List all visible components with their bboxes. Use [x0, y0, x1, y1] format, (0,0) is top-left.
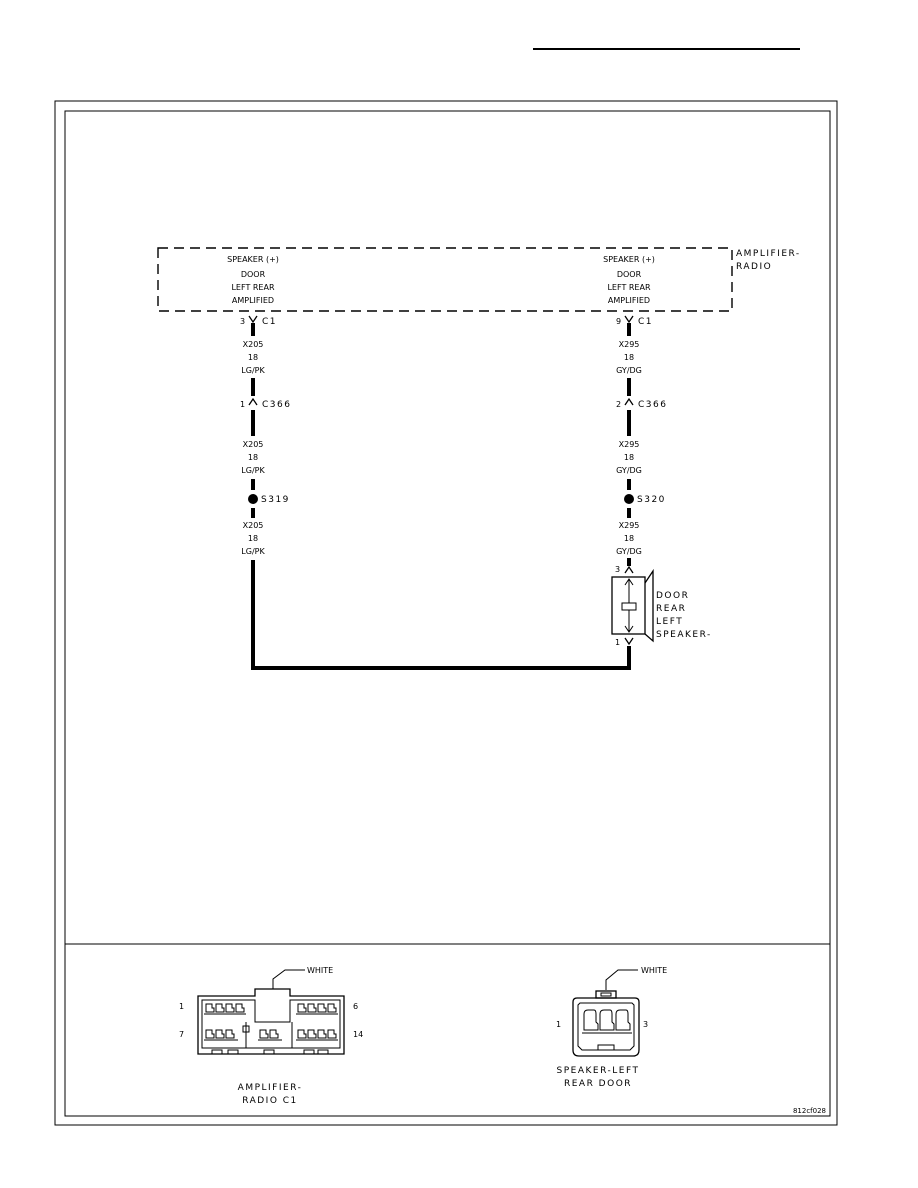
right-module-pin-symbol: [624, 315, 634, 324]
inner-frame: [64, 110, 831, 1117]
spk-housing-inner: [577, 1002, 635, 1051]
spk-pin-right: 3: [643, 1020, 648, 1029]
right-circuit: 9 C1 X295 18 GY/DG 2 C366 X295 18 GY/DG …: [616, 315, 667, 566]
left-c366-name: C366: [262, 400, 291, 410]
module-right-pin-label: SPEAKER (+) DOOR LEFT REAR AMPLIFIED: [603, 255, 655, 305]
amp-caption-line1: AMPLIFIER-: [238, 1083, 303, 1093]
right-module-connector: C1: [638, 317, 653, 327]
left-module-pin-number: 3: [240, 317, 245, 326]
right-pin-location-3: AMPLIFIED: [608, 296, 650, 305]
spk-latch-inner: [600, 992, 612, 997]
right-pin-location-2: LEFT REAR: [607, 283, 650, 292]
amp-cavities-bottom-left: [204, 1029, 238, 1041]
amp-cavities-bottom-middle: [258, 1029, 282, 1041]
speaker-bottom-pin: 1: [615, 638, 620, 647]
left-pin-location-2: LEFT REAR: [231, 283, 274, 292]
speaker-return-wire: [251, 560, 631, 670]
speaker-bottom-pin-symbol: [624, 637, 634, 646]
speaker-name-line2: REAR: [656, 604, 686, 614]
left-module-connector: C1: [262, 317, 277, 327]
left-seg2-color: LG/PK: [241, 466, 265, 475]
spk-latch: [595, 990, 617, 999]
module-name-line1: AMPLIFIER-: [736, 249, 801, 259]
amp-cavities-bottom-right: [296, 1029, 338, 1041]
door-rear-left-speaker: 3 1 DOOR REAR LEFT SPEAKER-: [611, 565, 712, 647]
left-seg2-circuit: X205: [243, 440, 264, 449]
spk-caption-line1: SPEAKER-LEFT: [557, 1066, 640, 1076]
spk-pin-left: 1: [556, 1020, 561, 1029]
speaker-name-line3: LEFT: [656, 617, 683, 627]
right-seg2-gauge: 18: [624, 453, 634, 462]
right-seg2-circuit: X295: [619, 440, 640, 449]
right-seg2-color: GY/DG: [616, 466, 642, 475]
amp-pin-top-left: 1: [179, 1002, 184, 1011]
amp-latch-mark: [242, 1025, 250, 1033]
spk-cavities: [582, 1009, 632, 1050]
amp-pin-top-right: 6: [353, 1002, 358, 1011]
module-left-pin-label: SPEAKER (+) DOOR LEFT REAR AMPLIFIED: [227, 255, 279, 305]
outer-frame: [54, 100, 838, 1126]
left-circuit: 3 C1 X205 18 LG/PK 1 C366 X205 18 LG/PK …: [240, 315, 291, 556]
right-module-pin-number: 9: [616, 317, 621, 326]
left-splice-name: S319: [261, 495, 290, 505]
speaker-arrow-up: [624, 578, 634, 586]
spk-housing: [572, 997, 640, 1057]
speaker-top-pin-symbol: [624, 565, 634, 574]
right-seg1-circuit: X295: [619, 340, 640, 349]
amp-cavities-top-left: [204, 1003, 246, 1015]
speaker-arrow-down: [624, 625, 634, 633]
amplifier-radio-c1-view: WHITE: [179, 966, 363, 1106]
speaker-body: [611, 576, 646, 635]
right-pin-function: SPEAKER (+): [603, 255, 655, 264]
amplifier-radio-module: AMPLIFIER- RADIO SPEAKER (+) DOOR LEFT R…: [157, 247, 801, 312]
right-seg3-gauge: 18: [624, 534, 634, 543]
right-seg1-gauge: 18: [624, 353, 634, 362]
amp-bottom-tabs: [211, 1049, 329, 1055]
amp-housing-inner: [201, 999, 341, 1049]
module-name-line2: RADIO: [736, 262, 772, 272]
left-module-pin-symbol: [248, 315, 258, 324]
spk-color-leader: [605, 969, 638, 990]
left-seg2-gauge: 18: [248, 453, 258, 462]
speaker-cone: [644, 568, 654, 643]
right-c366-pin: 2: [616, 400, 621, 409]
left-c366-pin: 1: [240, 400, 245, 409]
amp-cavities-top-right: [296, 1003, 338, 1015]
left-seg3-color: LG/PK: [241, 547, 265, 556]
speaker-name-line1: DOOR: [656, 591, 689, 601]
right-c366-name: C366: [638, 400, 667, 410]
left-pin-location-3: AMPLIFIED: [232, 296, 274, 305]
amp-housing: [197, 988, 345, 1055]
speaker-name-line4: SPEAKER-: [656, 630, 712, 640]
right-pin-location-1: DOOR: [617, 270, 642, 279]
right-seg3-circuit: X295: [619, 521, 640, 530]
left-pin-location-1: DOOR: [241, 270, 266, 279]
amp-pin-bottom-left: 7: [179, 1030, 184, 1039]
speaker-coil: [621, 602, 637, 611]
left-seg1-gauge: 18: [248, 353, 258, 362]
amp-color-leader: [272, 969, 305, 989]
left-seg3-circuit: X205: [243, 521, 264, 530]
right-splice-dot: [624, 494, 634, 504]
right-c366-symbol: [624, 397, 634, 406]
left-splice-dot: [248, 494, 258, 504]
speaker-top-pin: 3: [615, 565, 620, 574]
figure-id: 812cf028: [793, 1107, 826, 1115]
amp-color-label: WHITE: [307, 966, 333, 975]
amp-caption-line2: RADIO C1: [242, 1096, 298, 1106]
right-seg1-color: GY/DG: [616, 366, 642, 375]
left-pin-function: SPEAKER (+): [227, 255, 279, 264]
left-seg1-circuit: X205: [243, 340, 264, 349]
spk-caption-line2: REAR DOOR: [564, 1079, 632, 1089]
left-c366-symbol: [248, 397, 258, 406]
amp-pin-bottom-right: 14: [353, 1030, 363, 1039]
right-seg3-color: GY/DG: [616, 547, 642, 556]
speaker-connector-view: WHITE 1 3 SPEAKER-LEFT REAR DOOR: [556, 966, 667, 1089]
left-seg1-color: LG/PK: [241, 366, 265, 375]
spk-color-label: WHITE: [641, 966, 667, 975]
right-splice-name: S320: [637, 495, 666, 505]
left-seg3-gauge: 18: [248, 534, 258, 543]
